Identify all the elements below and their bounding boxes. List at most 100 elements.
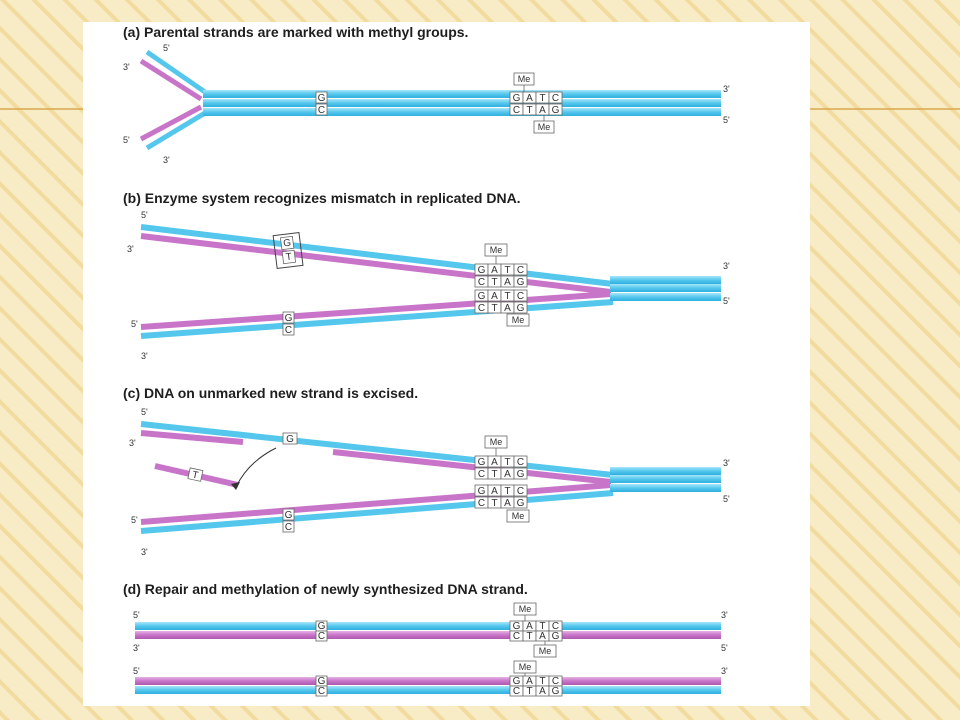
base-label: C <box>513 631 520 642</box>
base-label: A <box>491 486 498 497</box>
base-label: T <box>504 291 510 302</box>
base-label: T <box>504 486 510 497</box>
panel-c-gatc-site-lower: G A T C C T A G <box>474 484 528 509</box>
base-label: T <box>491 303 497 314</box>
panel-a-end-label: 3' <box>163 155 170 165</box>
panel-b-lower-pair: G C <box>282 311 295 336</box>
panel-b-gatc-site-lower: G A T C C T A G <box>474 289 528 314</box>
base-label: A <box>491 265 498 276</box>
base-label: C <box>517 457 524 468</box>
base-label: C <box>318 105 325 116</box>
methyl-tag: Me <box>484 435 508 456</box>
base-label: C <box>478 303 485 314</box>
base-label: G <box>318 676 326 687</box>
panel-c-end-label: 3' <box>723 458 730 468</box>
panel-b-end-label: 5' <box>141 210 148 220</box>
base-label: A <box>504 498 511 509</box>
panel-d-end-label: 5' <box>133 666 140 676</box>
panel-c-end-label: 3' <box>129 438 136 448</box>
base-label: G <box>513 676 521 687</box>
base-label: C <box>517 291 524 302</box>
panel-c-kept-base: G <box>282 432 298 445</box>
base-label: C <box>478 498 485 509</box>
base-label: C <box>552 93 559 104</box>
methyl-tag: Me <box>513 72 535 92</box>
base-label: C <box>318 686 325 697</box>
methyl-tag: Me <box>506 509 530 523</box>
panel-b: (b) Enzyme system recognizes mismatch in… <box>123 190 730 361</box>
panel-b-end-label: 5' <box>131 319 138 329</box>
base-label: G <box>285 313 293 324</box>
base-label: C <box>552 676 559 687</box>
panel-d-strands <box>135 622 721 694</box>
base-label: T <box>504 457 510 468</box>
methyl-label: Me <box>539 646 552 656</box>
panel-a-end-label: 3' <box>123 62 130 72</box>
base-label: A <box>504 277 511 288</box>
panel-b-end-label: 3' <box>141 351 148 361</box>
base-label: T <box>526 686 532 697</box>
base-label: G <box>552 686 560 697</box>
base-label: T <box>539 93 545 104</box>
panel-d-gatc-site-2: G A T C C T A G <box>509 675 563 697</box>
base-label: A <box>491 291 498 302</box>
base-label: T <box>539 621 545 632</box>
panel-c-caption: (c) DNA on unmarked new strand is excise… <box>123 385 418 401</box>
panel-b-mismatch-box: G T <box>272 231 304 270</box>
methyl-tag: Me <box>533 115 555 134</box>
base-label: C <box>517 265 524 276</box>
base-label: G <box>517 277 525 288</box>
base-label: T <box>285 252 292 264</box>
base-label: G <box>283 238 292 250</box>
panel-d-pair-2: G C <box>315 675 328 697</box>
base-label: G <box>517 469 525 480</box>
panel-c: (c) DNA on unmarked new strand is excise… <box>123 385 730 557</box>
methyl-label: Me <box>519 604 532 614</box>
panel-a-caption: (a) Parental strands are marked with met… <box>123 24 468 40</box>
panel-a-gatc-site: G A T C C T A G <box>509 91 563 116</box>
panel-a-end-label: 5' <box>123 135 130 145</box>
panel-c-strands <box>140 421 721 534</box>
base-label: A <box>491 457 498 468</box>
panel-a-end-label: 5' <box>723 115 730 125</box>
methyl-tag: Me <box>513 660 537 676</box>
base-label: A <box>539 631 546 642</box>
methyl-label: Me <box>538 122 551 132</box>
panel-d-end-label: 3' <box>721 666 728 676</box>
panel-c-gatc-site-upper: G A T C C T A G <box>474 455 528 480</box>
base-label: G <box>318 93 326 104</box>
base-label: T <box>491 469 497 480</box>
base-label: T <box>526 631 532 642</box>
panel-a-mismatch: G C <box>315 91 328 116</box>
panel-c-excised-base: T <box>187 467 204 482</box>
panel-d-end-label: 5' <box>721 643 728 653</box>
base-label: G <box>478 486 486 497</box>
methyl-label: Me <box>490 437 503 447</box>
base-label: G <box>478 265 486 276</box>
methyl-label: Me <box>512 511 525 521</box>
dna-repair-figure: (a) Parental strands are marked with met… <box>83 22 810 706</box>
panel-a-strands <box>139 49 721 151</box>
panel-d-end-label: 3' <box>133 643 140 653</box>
base-label: G <box>478 291 486 302</box>
base-label: G <box>513 93 521 104</box>
methyl-label: Me <box>490 245 503 255</box>
base-label: A <box>539 686 546 697</box>
panel-a-end-label: 3' <box>723 84 730 94</box>
base-label: C <box>478 277 485 288</box>
base-label: G <box>552 105 560 116</box>
methyl-tag: Me <box>506 313 530 327</box>
base-label: C <box>285 522 292 533</box>
base-label: G <box>318 621 326 632</box>
panel-d-gatc-site-1: G A T C C T A G <box>509 620 563 642</box>
base-label: A <box>526 621 533 632</box>
base-label: C <box>517 486 524 497</box>
base-label: T <box>491 277 497 288</box>
base-label: A <box>526 676 533 687</box>
panel-b-caption: (b) Enzyme system recognizes mismatch in… <box>123 190 521 206</box>
base-label: G <box>517 303 525 314</box>
base-label: A <box>504 303 511 314</box>
panel-d: (d) Repair and methylation of newly synt… <box>123 581 728 697</box>
base-label: G <box>285 510 293 521</box>
methyl-label: Me <box>518 74 531 84</box>
